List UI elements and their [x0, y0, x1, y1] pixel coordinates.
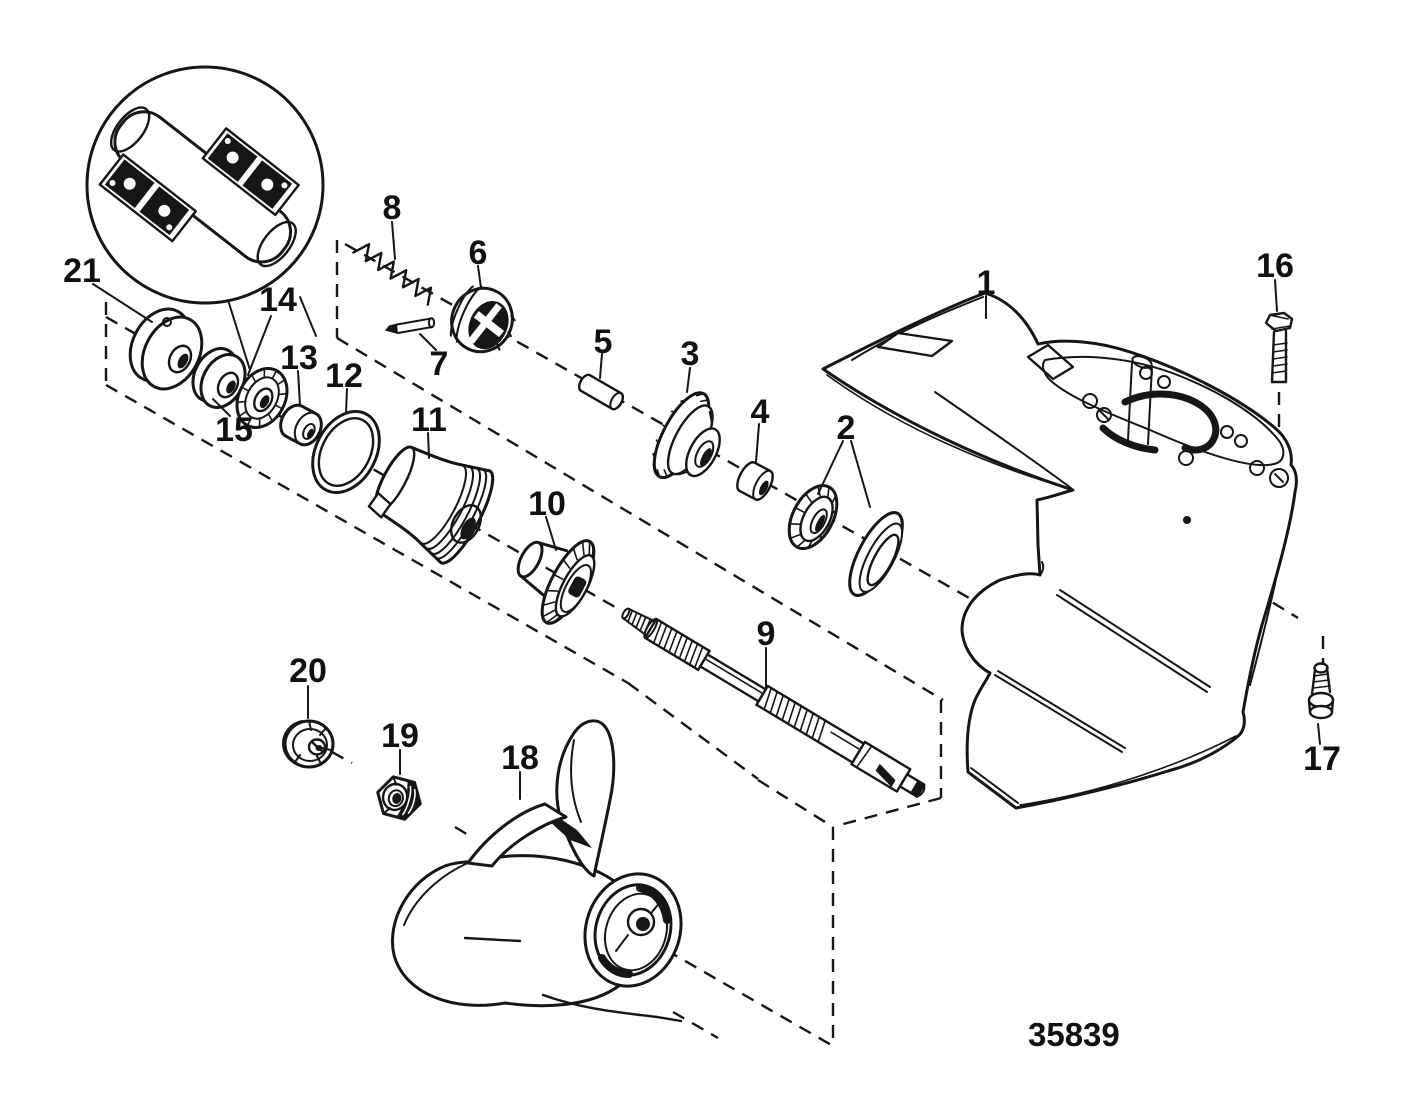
- callout-16: 16: [1256, 247, 1294, 285]
- drawing-number: 35839: [1028, 1016, 1120, 1053]
- part-2-tapered-roller-bearing: [787, 484, 839, 550]
- part-4-spacer-bushing: [736, 461, 774, 501]
- callout-1: 1: [977, 264, 996, 302]
- part-3-forward-gear: [652, 391, 721, 479]
- part-15-thrust-washer: [191, 347, 247, 409]
- callout-2: 2: [837, 409, 856, 447]
- part-5-dowel-pin: [577, 373, 625, 411]
- callout-10: 10: [528, 485, 566, 523]
- callout-13: 13: [280, 339, 318, 377]
- callout-8: 8: [383, 189, 402, 227]
- callout-7: 7: [430, 345, 449, 383]
- callout-labels: 1 2 3 4 5 6 7 8 9 10 11 12 13 14 15 16 1…: [63, 189, 1341, 778]
- part-6-sliding-clutch: [449, 285, 516, 354]
- callout-21: 21: [63, 252, 101, 290]
- part-2-bearing-race: [848, 511, 904, 597]
- part-9-propeller-shaft: [621, 607, 926, 798]
- part-12-o-ring: [311, 410, 381, 494]
- callout-14: 14: [259, 281, 297, 319]
- part-14-ball-bearing: [235, 367, 289, 429]
- part-19-locknut: [376, 775, 422, 821]
- callout-5: 5: [594, 323, 613, 361]
- part-7-shift-pin: [385, 317, 436, 334]
- callout-17: 17: [1303, 740, 1341, 778]
- callout-19: 19: [381, 717, 419, 755]
- part-16-hex-bolt: [1264, 311, 1294, 384]
- part-10-pinion-gear: [516, 539, 596, 625]
- pivot-clamp-bottom: [98, 153, 197, 243]
- callout-15: 15: [215, 411, 253, 449]
- callout-9: 9: [757, 615, 776, 653]
- part-8-spring: [352, 243, 433, 306]
- callout-12: 12: [325, 357, 363, 395]
- pivot-clamp-top: [201, 127, 300, 217]
- part-1-gear-housing: [821, 291, 1298, 810]
- part-11-bearing-carrier: [367, 445, 495, 565]
- callout-4: 4: [751, 393, 770, 431]
- callout-11: 11: [411, 401, 447, 439]
- detail-inset-bearing-closeup: [85, 65, 325, 371]
- callout-18: 18: [501, 739, 539, 777]
- callout-leader-lines: [92, 221, 1321, 800]
- part-20-propeller-nut: [282, 719, 335, 769]
- callout-20: 20: [289, 652, 327, 690]
- callout-3: 3: [681, 335, 700, 373]
- part-17-screw: [1307, 662, 1335, 720]
- part-18-propeller: [391, 719, 683, 1023]
- callout-6: 6: [469, 234, 488, 272]
- part-13-bushing: [279, 403, 323, 447]
